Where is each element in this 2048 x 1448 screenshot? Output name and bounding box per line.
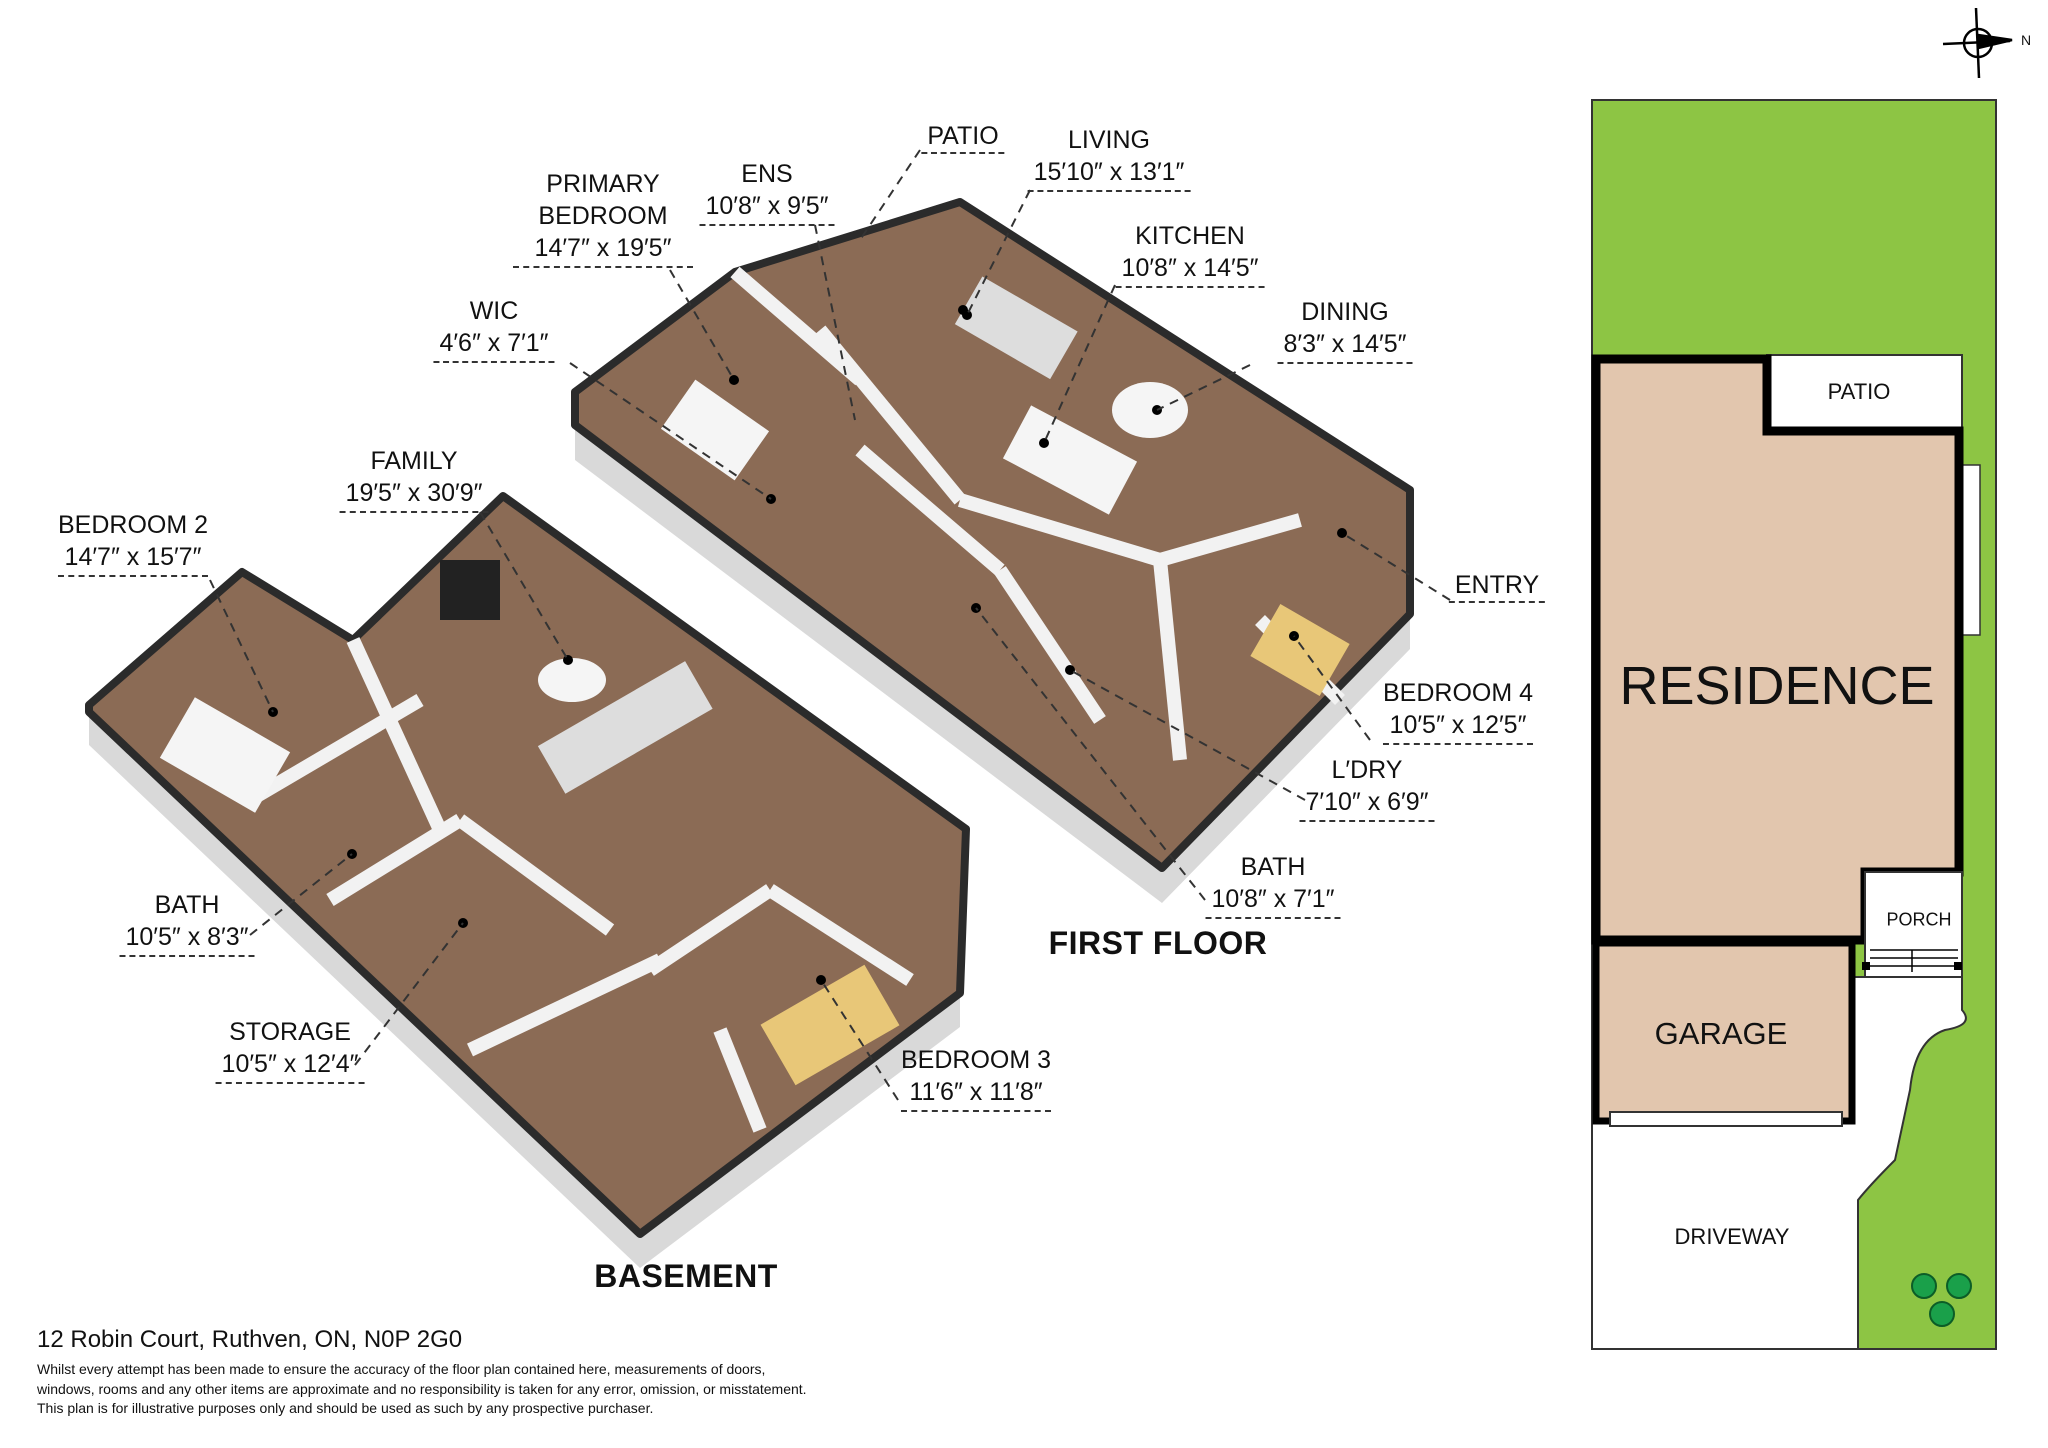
first-floor-plan [571,198,1414,903]
room-label-entry: ENTRY [1448,569,1546,603]
site-residence-label: RESIDENCE [1619,656,1935,716]
room-label-patio: PATIO [921,120,1005,154]
disclaimer-line: This plan is for illustrative purposes o… [37,1400,654,1416]
leader-lines [209,149,1451,1101]
site-driveway-label: DRIVEWAY [1674,1224,1790,1249]
site-plan [1591,99,1997,1350]
disclaimer-line: windows, rooms and any other items are a… [37,1380,807,1397]
disclaimer: Whilst every attempt has been made to en… [37,1360,807,1419]
basement-title: BASEMENT [594,1258,778,1294]
site-garage-label: GARAGE [1654,1016,1788,1051]
tree-icon [1911,1273,1972,1327]
disclaimer-line: Whilst every attempt has been made to en… [37,1361,766,1377]
site-patio-label: PATIO [1827,379,1891,404]
site-porch-label: PORCH [1886,909,1952,930]
compass-north-label: N [2020,32,2032,48]
property-address: 12 Robin Court, Ruthven, ON, N0P 2G0 [37,1326,463,1353]
basement-plan [85,492,970,1268]
first-floor-title: FIRST FLOOR [1048,925,1268,961]
north-compass-icon [1942,7,2013,79]
